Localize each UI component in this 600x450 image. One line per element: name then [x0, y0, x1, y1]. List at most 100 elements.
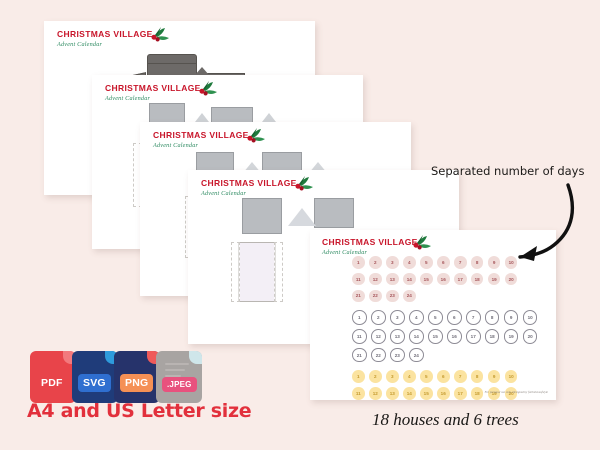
day-circle-13[interactable]: 13: [389, 328, 405, 344]
roof-panel: [314, 198, 354, 228]
day-circle-14[interactable]: 14: [402, 387, 416, 400]
doc-line: [165, 369, 185, 371]
size-text: A4 and US Letter size: [27, 400, 252, 422]
day-circle-5[interactable]: 5: [419, 256, 433, 269]
day-circle-24[interactable]: 24: [402, 289, 416, 303]
day-circle-18[interactable]: 18: [470, 272, 484, 286]
day-circle-1[interactable]: 1: [352, 310, 367, 325]
sheet-5-subtitle: Advent Calendar: [322, 248, 368, 256]
day-circle-23[interactable]: 23: [389, 347, 405, 363]
day-circle-9[interactable]: 9: [487, 370, 501, 383]
holly-icon: [247, 128, 265, 143]
day-circle-18[interactable]: 18: [484, 328, 500, 344]
sheet-2-title: CHRISTMAS VILLAGE: [105, 83, 201, 93]
day-circle-10[interactable]: 10: [522, 310, 538, 325]
calendar-fineprint: For personal use only. Designed by forth…: [484, 390, 548, 394]
day-circle-15[interactable]: 15: [419, 387, 433, 400]
day-circle-20[interactable]: 20: [504, 272, 518, 286]
day-circle-16[interactable]: 16: [446, 328, 462, 344]
day-circle-15[interactable]: 15: [419, 272, 433, 286]
day-circle-24[interactable]: 24: [408, 347, 424, 363]
day-circle-4[interactable]: 4: [402, 370, 416, 383]
day-circle-21[interactable]: 21: [352, 347, 367, 363]
day-circle-1[interactable]: 1: [352, 370, 365, 383]
day-circle-15[interactable]: 15: [427, 328, 443, 344]
day-circle-5[interactable]: 5: [419, 370, 433, 383]
day-circle-22[interactable]: 22: [368, 289, 382, 303]
day-circle-16[interactable]: 16: [436, 272, 450, 286]
day-circle-6[interactable]: 6: [436, 256, 450, 269]
day-circle-7[interactable]: 7: [453, 256, 467, 269]
curved-arrow-icon: [518, 183, 575, 261]
day-circle-13[interactable]: 13: [385, 272, 399, 286]
day-circle-13[interactable]: 13: [385, 387, 399, 400]
day-circle-2[interactable]: 2: [368, 370, 382, 383]
day-circle-9[interactable]: 9: [487, 256, 501, 269]
day-circle-11[interactable]: 11: [352, 328, 367, 344]
day-circle-21[interactable]: 21: [352, 289, 365, 303]
day-circle-16[interactable]: 16: [436, 387, 450, 400]
day-circle-17[interactable]: 17: [453, 387, 467, 400]
sheet-3-subtitle: Advent Calendar: [153, 141, 199, 149]
day-circle-23[interactable]: 23: [385, 289, 399, 303]
day-circle-14[interactable]: 14: [408, 328, 424, 344]
holly-icon: [151, 27, 169, 42]
day-circle-17[interactable]: 17: [453, 272, 467, 286]
arrow-annotation-label: Separated number of days: [431, 164, 585, 178]
glue-flap: [274, 242, 283, 302]
day-circle-8[interactable]: 8: [470, 256, 484, 269]
day-circle-10[interactable]: 10: [504, 370, 518, 383]
day-circle-19[interactable]: 19: [503, 328, 519, 344]
day-circle-9[interactable]: 9: [503, 310, 519, 325]
sheet-1-subtitle: Advent Calendar: [57, 40, 103, 48]
day-circle-4[interactable]: 4: [408, 310, 424, 325]
day-circle-12[interactable]: 12: [368, 387, 382, 400]
day-circle-19[interactable]: 19: [487, 272, 501, 286]
day-circle-17[interactable]: 17: [465, 328, 481, 344]
file-badge-png: PNG: [114, 351, 160, 403]
day-circle-4[interactable]: 4: [402, 256, 416, 269]
sheet-2-header: CHRISTMAS VILLAGE Advent Calendar: [105, 84, 255, 102]
folded-corner-icon: [189, 351, 202, 364]
day-circle-3[interactable]: 3: [385, 370, 399, 383]
sheet-4-header: CHRISTMAS VILLAGE Advent Calendar: [201, 179, 351, 197]
day-circle-8[interactable]: 8: [484, 310, 500, 325]
doc-line: [165, 363, 189, 365]
day-circle-11[interactable]: 11: [352, 272, 365, 286]
day-circle-12[interactable]: 12: [368, 272, 382, 286]
day-circle-3[interactable]: 3: [389, 310, 405, 325]
sheet-1-header: CHRISTMAS VILLAGE Advent Calendar: [57, 30, 207, 48]
day-circle-22[interactable]: 22: [370, 347, 386, 363]
day-circle-6[interactable]: 6: [436, 370, 450, 383]
day-circle-7[interactable]: 7: [453, 370, 467, 383]
day-circle-5[interactable]: 5: [427, 310, 443, 325]
day-circle-20[interactable]: 20: [522, 328, 538, 344]
day-circle-11[interactable]: 11: [352, 387, 365, 400]
day-circle-14[interactable]: 14: [402, 272, 416, 286]
day-circle-2[interactable]: 2: [370, 310, 386, 325]
file-badge-label: PNG: [120, 374, 154, 392]
day-circle-18[interactable]: 18: [470, 387, 484, 400]
day-circle-12[interactable]: 12: [370, 328, 386, 344]
day-circle-2[interactable]: 2: [368, 256, 382, 269]
day-circle-7[interactable]: 7: [465, 310, 481, 325]
day-circle-19[interactable]: 19: [487, 387, 501, 400]
doc-line: [165, 375, 181, 377]
day-circle-3[interactable]: 3: [385, 256, 399, 269]
holly-icon: [413, 235, 431, 250]
day-circle-6[interactable]: 6: [446, 310, 462, 325]
file-badge-label: PDF: [36, 374, 68, 392]
day-circle-20[interactable]: 20: [504, 387, 518, 400]
roof-panel: [242, 198, 282, 234]
day-circle-8[interactable]: 8: [470, 370, 484, 383]
day-circle-1[interactable]: 1: [352, 256, 365, 269]
day-circle-10[interactable]: 10: [504, 256, 518, 269]
